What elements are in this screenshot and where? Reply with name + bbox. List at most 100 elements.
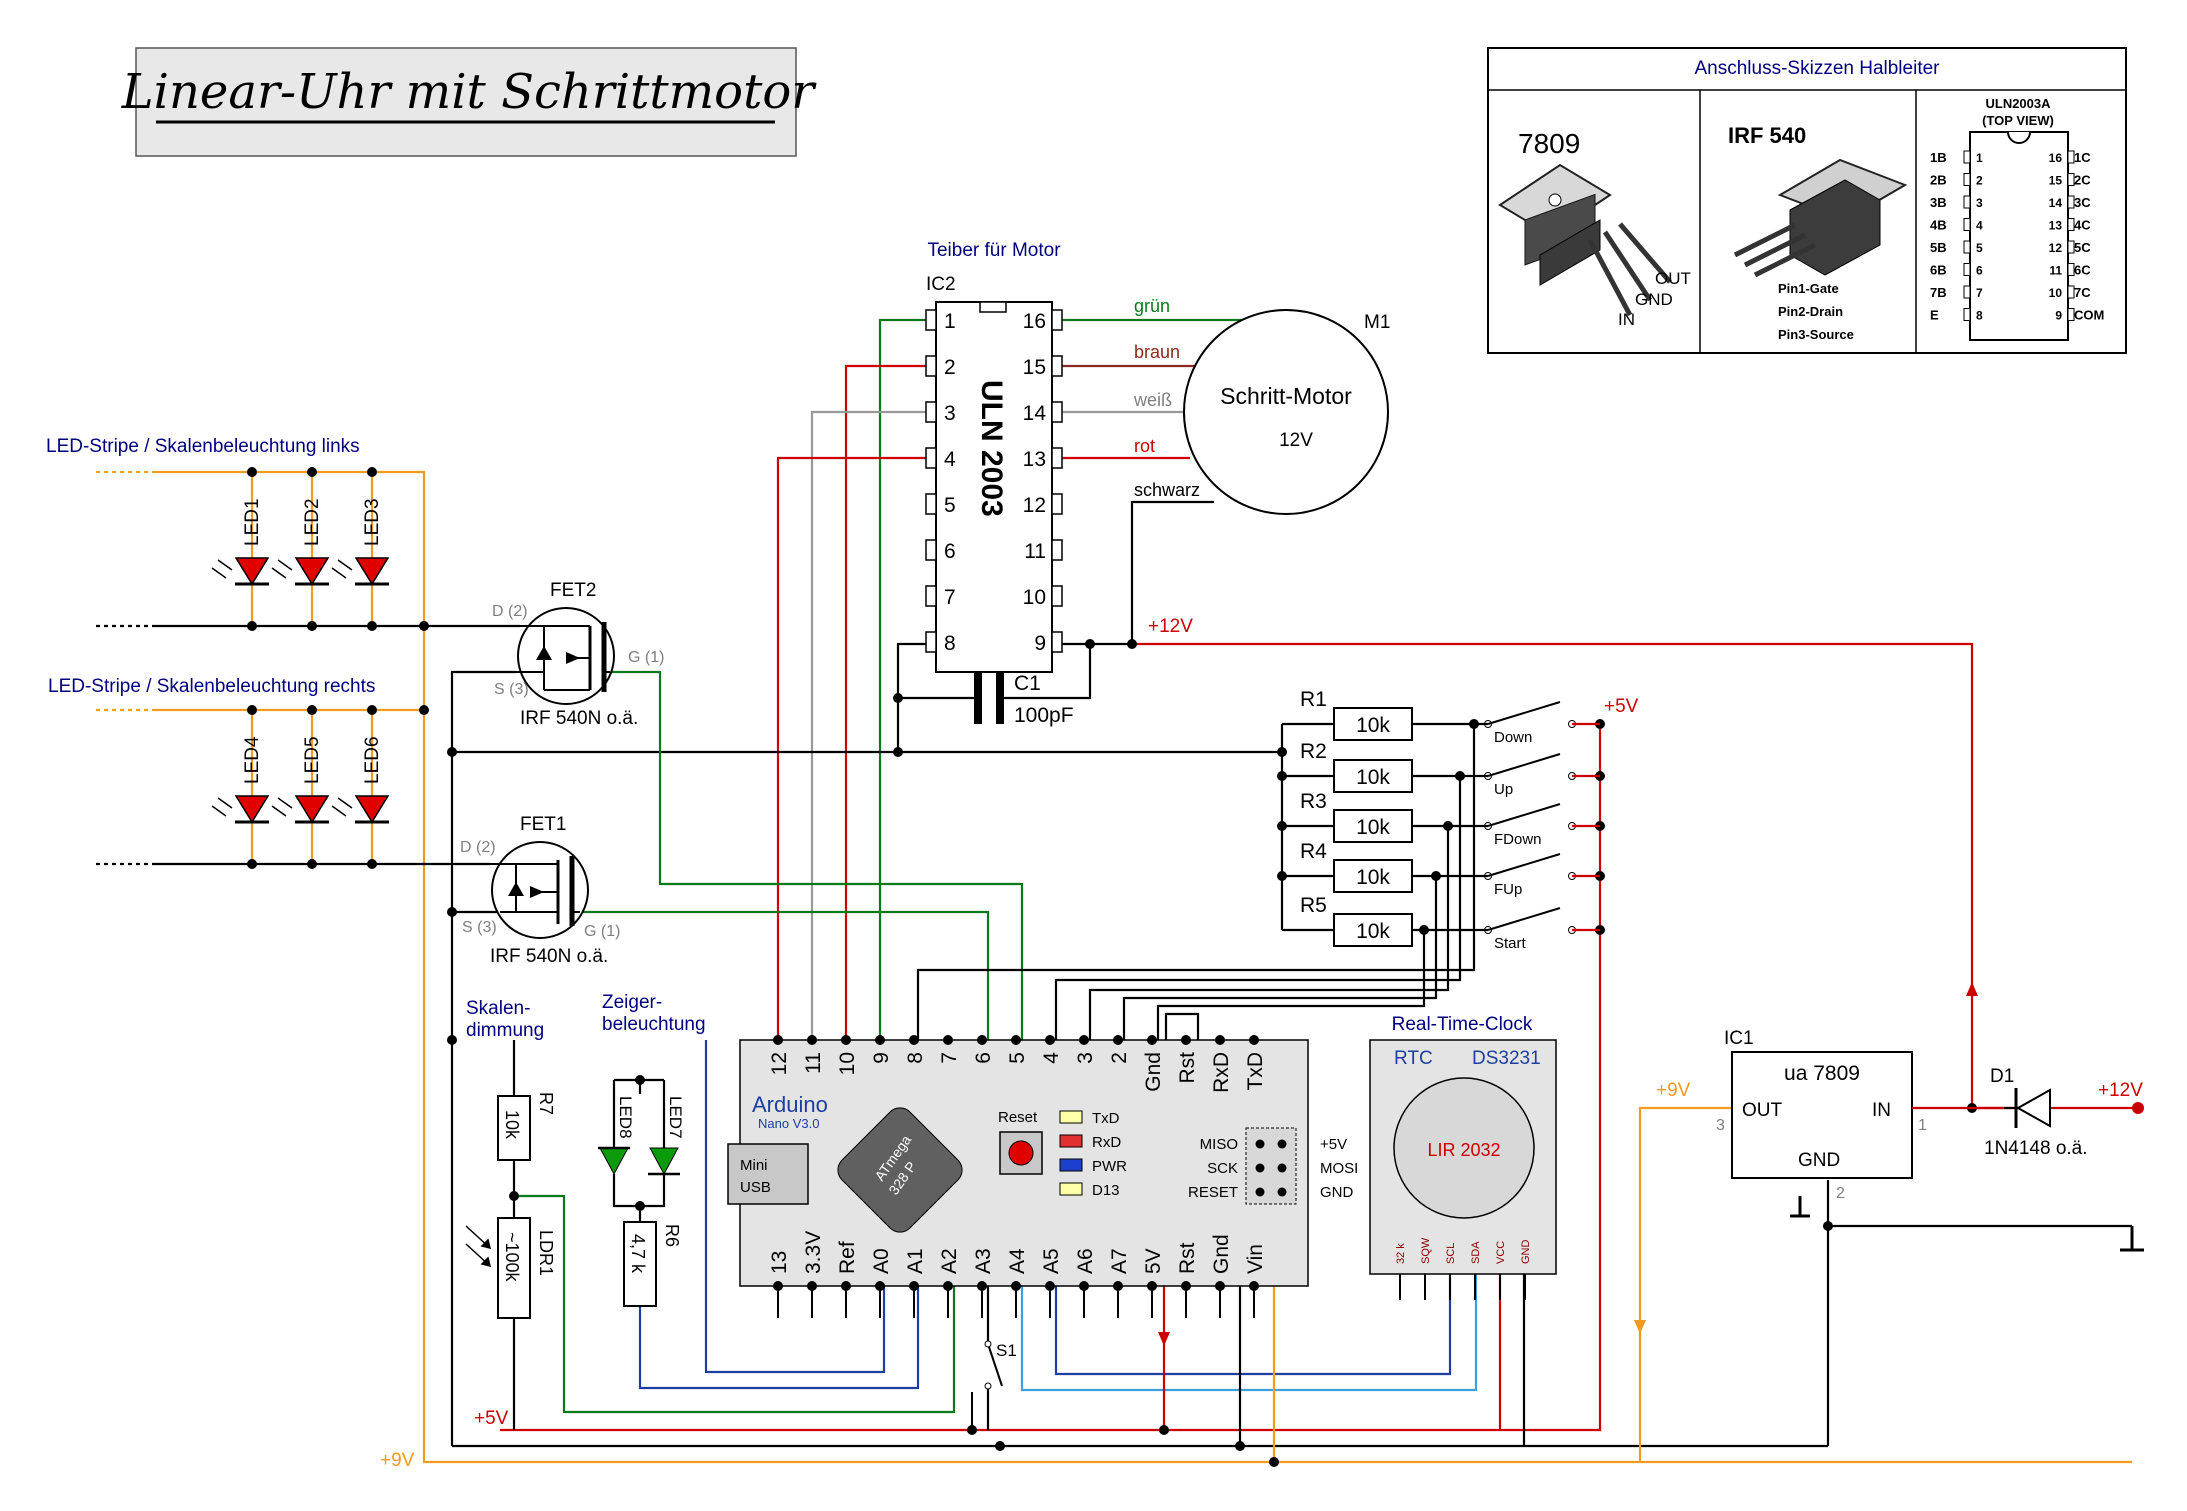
rtc-battery-label: LIR 2032: [1427, 1140, 1500, 1160]
s1-label: S1: [996, 1341, 1017, 1360]
led-label: LED6: [362, 736, 383, 784]
uln-panel-leftnum: 3: [1976, 196, 1983, 210]
ic2-heading: Teiber für Motor: [927, 240, 1061, 261]
ldr1-value: ~100k: [502, 1232, 522, 1283]
ic1-body: [1731, 1051, 1913, 1179]
arduino-top-pin: TxD: [1244, 1052, 1267, 1091]
skalen-label1: Skalen-: [466, 998, 530, 1019]
led-label: LED3: [362, 498, 383, 546]
ic2-pin-right: 15: [1023, 356, 1046, 379]
panel-irf-pin1: Pin1-Gate: [1778, 281, 1839, 296]
motor-wire-rot: rot: [1134, 436, 1155, 456]
arduino-nano: 1213113.3V10Ref9A08A17A26A35A44A53A62A7G…: [727, 1035, 1358, 1318]
rtc-heading: Real-Time-Clock: [1392, 1014, 1533, 1035]
label-plus12v-top: +12V: [1148, 616, 1193, 637]
skalen-label2: dimmung: [466, 1020, 544, 1041]
page-title: Linear-Uhr mit Schrittmotor: [121, 64, 817, 120]
fet2-d: D (2): [492, 603, 528, 620]
icsp-left-label: RESET: [1188, 1184, 1238, 1201]
resistor-value: 10k: [1356, 866, 1390, 889]
uln-panel-rightnum: 14: [2049, 196, 2063, 210]
led-icon: [211, 557, 270, 586]
led8-ref: LED8: [616, 1096, 635, 1139]
panel-uln-title: ULN2003A: [1985, 96, 2051, 111]
ic1-pin2: 2: [1836, 1185, 1845, 1202]
arduino-bottom-pin: A7: [1108, 1248, 1131, 1274]
fet1-g: G (1): [584, 923, 620, 940]
r6-ref: R6: [662, 1224, 682, 1247]
label-plus12v-right: +12V: [2098, 1080, 2143, 1101]
arduino-name: Arduino: [752, 1092, 828, 1117]
pushbutton[interactable]: [1484, 853, 1576, 880]
uln-panel-leftnum: 5: [1976, 241, 1983, 255]
panel-irf-label: IRF 540: [1728, 123, 1806, 148]
usb-label2: USB: [740, 1179, 771, 1196]
stepper-motor: M1 Schritt-Motor 12V grün braun weiß rot…: [1133, 296, 1390, 515]
r7-value: 10k: [502, 1110, 522, 1140]
arduino-bottom-pin: Gnd: [1210, 1234, 1233, 1274]
label-plus9v-bottom: +9V: [380, 1450, 415, 1471]
arduino-model: Nano V3.0: [758, 1116, 819, 1131]
uln-panel-rightnum: 16: [2049, 151, 2063, 165]
rtc-battery: [1393, 1077, 1535, 1219]
rtc-pin: 32 k: [1395, 1243, 1407, 1264]
zeigerbeleuchtung: Zeiger- beleuchtung LED8 LED7 4,7 k R6: [598, 992, 706, 1307]
ic2-pin-left: 6: [944, 540, 956, 563]
pushbutton[interactable]: [1484, 753, 1576, 780]
ic2-pin-right: 11: [1024, 540, 1046, 563]
arduino-top-pin: 6: [972, 1052, 995, 1064]
arduino-top-pin: 12: [768, 1052, 791, 1075]
uln-panel-right: 1C: [2074, 150, 2091, 165]
uln-panel-left: 5B: [1930, 240, 1947, 255]
ic2-pin-left: 5: [944, 494, 956, 517]
button-label: Down: [1494, 729, 1532, 746]
resistor-ref: R1: [1300, 688, 1327, 711]
c1-value: 100pF: [1014, 704, 1074, 727]
rtc-pin: GND: [1520, 1240, 1532, 1265]
pushbutton[interactable]: [1484, 907, 1576, 934]
uln-panel-leftnum: 2: [1976, 174, 1983, 188]
ic2-pin-right: 9: [1034, 632, 1046, 655]
fet1-d: D (2): [460, 839, 496, 856]
pushbutton[interactable]: [1484, 803, 1576, 830]
uln-panel-right: 4C: [2074, 218, 2091, 233]
arduino-top-pin: 11: [802, 1052, 825, 1074]
ic1-regulator: IC1 ua 7809 OUT IN GND 3 1 2 +9V: [1634, 1028, 2144, 1334]
uln-panel-rightnum: 12: [2049, 241, 2063, 255]
led-label: LED5: [302, 736, 323, 784]
led-icon: [331, 795, 390, 824]
c1-ref: C1: [1014, 672, 1041, 695]
ic2-pin-left: 4: [944, 448, 956, 471]
arduino-top-pin: 3: [1074, 1052, 1097, 1064]
arrow-9v: [1634, 1320, 1646, 1334]
fet2-s: S (3): [494, 681, 529, 698]
arduino-bottom-pin: 13: [768, 1251, 791, 1274]
rtc-pin: SQW: [1420, 1237, 1432, 1264]
uln-panel-left: 7B: [1930, 285, 1947, 300]
resistor-ref: R3: [1300, 790, 1327, 813]
arduino-bottom-pin: A2: [938, 1248, 961, 1274]
atmega-chip: ATmega 328 P: [837, 1107, 963, 1233]
pushbutton[interactable]: [1484, 701, 1576, 728]
arduino-bottom-pin: A4: [1006, 1248, 1029, 1274]
to220-irf-icon: [1733, 158, 1908, 278]
ic2-pin-right: 10: [1023, 586, 1046, 609]
led7-ref: LED7: [666, 1096, 685, 1139]
panel-irf-pin3: Pin3-Source: [1778, 327, 1854, 342]
zeiger-label1: Zeiger-: [602, 992, 662, 1013]
uln-panel-left: 3B: [1930, 195, 1947, 210]
ground-symbol-ic1: [1790, 1196, 1810, 1218]
uln-panel-leftnum: 1: [1976, 151, 1983, 165]
r7-ref: R7: [536, 1092, 556, 1115]
rtc-pin: SDA: [1470, 1241, 1482, 1264]
ic2-chip-label: ULN 2003: [975, 380, 1008, 517]
switch-s1[interactable]: S1: [971, 1340, 1017, 1430]
arduino-top-pin: 8: [904, 1052, 927, 1064]
motor-wire-gruen: grün: [1134, 296, 1170, 316]
button-label: Up: [1494, 781, 1513, 798]
uln-panel-leftnum: 4: [1976, 219, 1983, 233]
motor-body: [1183, 309, 1389, 515]
uln-panel-rightnum: 9: [2055, 309, 2062, 323]
ic2-pin-left: 3: [944, 402, 956, 425]
